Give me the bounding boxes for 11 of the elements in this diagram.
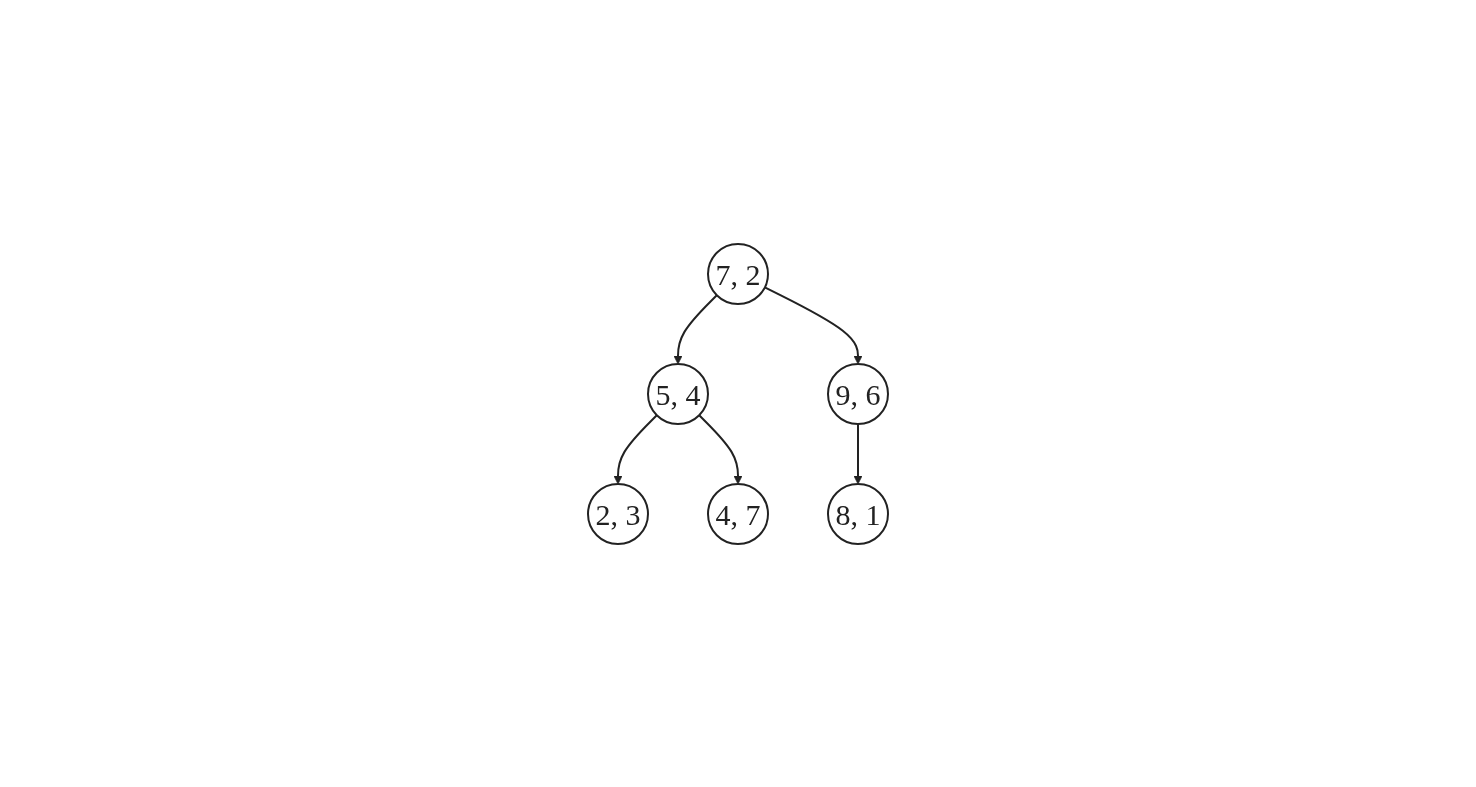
node-circle: 5, 4: [647, 362, 709, 425]
arrow: [673, 293, 718, 364]
arrow: [853, 422, 863, 484]
node-circle: 2, 3: [587, 482, 649, 545]
arrow: [763, 285, 863, 364]
node-circle: 9, 6: [827, 362, 889, 425]
node-circle: 8, 1: [827, 482, 889, 545]
node-circle: 7, 2: [707, 242, 769, 305]
arrow: [698, 413, 743, 484]
arrow: [613, 413, 658, 484]
node-circle: 4, 7: [707, 482, 769, 545]
